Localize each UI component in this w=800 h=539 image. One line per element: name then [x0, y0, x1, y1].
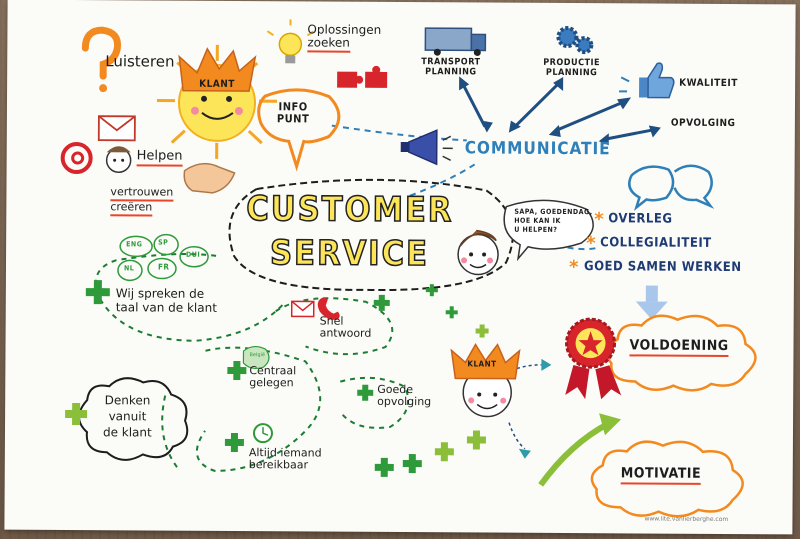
- label-wij-spreken-line2: taal van de klant: [115, 300, 217, 315]
- klant-face-bottom: [450, 342, 521, 418]
- label-overleg: OVERLEG: [608, 211, 673, 227]
- label-helpen: Helpen: [136, 148, 183, 167]
- lang-nl: NL: [123, 264, 135, 273]
- label-wij-spreken: Wij spreken de taal van de klant: [116, 286, 217, 315]
- label-wij-spreken-line1: Wij spreken de: [115, 286, 205, 301]
- label-denken-line2: vanuit: [108, 409, 147, 424]
- label-opvolging-top: OPVOLGING: [670, 117, 736, 130]
- down-arrow-icon: [635, 285, 668, 320]
- klant-sun-top: [157, 44, 278, 159]
- label-centraal: Centraal gelegen: [249, 364, 296, 390]
- label-denken: Denken vanuit de klant: [103, 392, 152, 440]
- clock-icon: [252, 423, 273, 444]
- label-credit: www.lite.vanlierberghe.com: [644, 515, 729, 524]
- thumbs-up-icon: [619, 62, 675, 99]
- label-klant-bottom: KLANT: [467, 359, 497, 369]
- label-speech-balloon: SAPA, GOEDENDAG, HOE KAN IK U HELPEN?: [514, 208, 592, 235]
- dashed-connectors: [331, 124, 597, 251]
- lang-dui: DUI: [186, 250, 201, 259]
- language-clouds: [117, 233, 209, 282]
- at-sign-icon: [60, 142, 93, 175]
- lang-fr: FR: [157, 262, 170, 272]
- label-transport-line1: TRANSPORT: [421, 57, 481, 68]
- label-altijd: Altijd iemand bereikbaar: [248, 446, 322, 472]
- helper-face-icon: [105, 146, 132, 174]
- label-voldoening: VOLDOENING: [629, 337, 729, 358]
- label-denken-line1: Denken: [104, 393, 151, 408]
- label-centraal-line2: gelegen: [249, 376, 294, 390]
- envelope-icon: [97, 115, 136, 142]
- lang-sp: SP: [158, 238, 169, 247]
- drawing-layer: * * *: [60, 19, 757, 518]
- label-transport: TRANSPORT PLANNING: [421, 57, 480, 77]
- rosette-icon: [565, 317, 622, 400]
- helpdesk-face-icon: [457, 229, 499, 276]
- label-productie-line1: PRODUCTIE: [543, 57, 601, 69]
- lightbulb-icon: [266, 19, 314, 64]
- title-customer: CUSTOMER: [245, 188, 454, 231]
- denken-cloud: [78, 377, 189, 461]
- puzzle-icon: [337, 65, 388, 88]
- handshake-icon: [183, 162, 236, 194]
- label-transport-line2: PLANNING: [425, 67, 477, 78]
- growth-arrow-icon: [538, 413, 622, 487]
- label-oplossingen: Oplossingen zoeken: [307, 22, 381, 53]
- title-oval: [228, 178, 514, 292]
- label-infopunt-line2: PUNT: [276, 112, 310, 126]
- question-mark-icon: [81, 26, 122, 93]
- speech-bubbles-icon: [628, 164, 715, 211]
- envelope-small-icon: [290, 300, 315, 318]
- label-productie-line2: PLANNING: [545, 67, 598, 79]
- label-denken-line3: de klant: [102, 425, 152, 440]
- helpdesk-balloon: [503, 199, 594, 262]
- voldoening-cloud: [605, 314, 757, 392]
- arrow-heads: [459, 76, 661, 146]
- truck-icon: [424, 27, 487, 56]
- belgium-map-icon: [242, 345, 270, 370]
- svg-text:*: *: [586, 233, 596, 254]
- label-snel: Snel antwoord: [319, 315, 372, 340]
- label-productie: PRODUCTIE PLANNING: [543, 58, 600, 78]
- label-goed-samen: GOED SAMEN WERKEN: [583, 259, 742, 276]
- plus-icons: [65, 280, 489, 477]
- infopunt-bubble: [257, 88, 341, 172]
- label-speech-line1: SAPA, GOEDENDAG,: [514, 207, 593, 217]
- paper-sheet: * * *: [4, 0, 796, 535]
- lang-eng: ENG: [126, 240, 143, 249]
- label-speech-line2: HOE KAN IK: [514, 216, 561, 225]
- gears-icon: [556, 26, 594, 55]
- label-luisteren: Luisteren: [105, 52, 175, 71]
- label-vertrouwen-line2: creëren: [110, 200, 152, 217]
- phone-icon: [317, 297, 340, 320]
- green-dashed-loops: [94, 253, 410, 472]
- label-belgie: België: [249, 352, 266, 359]
- label-goede-line2: opvolging: [377, 394, 432, 409]
- svg-text:*: *: [594, 209, 604, 230]
- svg-text:*: *: [569, 257, 579, 278]
- label-goede: Goede opvolging: [377, 383, 432, 409]
- communication-arrows: [461, 83, 656, 141]
- label-collegialiteit: COLLEGIALITEIT: [600, 235, 712, 251]
- label-motivatie: MOTIVATIE: [620, 465, 702, 485]
- label-klant-top: KLANT: [199, 78, 235, 90]
- label-vertrouwen: vertrouwen creëren: [110, 185, 173, 217]
- label-altijd-line2: bereikbaar: [248, 458, 309, 472]
- label-kwaliteit: KWALITEIT: [679, 77, 738, 90]
- title-service: SERVICE: [269, 232, 430, 275]
- megaphone-icon: [400, 129, 453, 166]
- label-infopunt: INFO PUNT: [276, 100, 310, 126]
- motivatie-cloud: [590, 440, 744, 518]
- label-speech-line3: U HELPEN?: [514, 225, 558, 234]
- label-oplossingen-line2: zoeken: [307, 35, 350, 53]
- label-snel-line2: antwoord: [319, 326, 372, 340]
- label-communicatie: COMMUNICATIE: [464, 138, 611, 160]
- bullet-asterisks: * * *: [569, 209, 604, 278]
